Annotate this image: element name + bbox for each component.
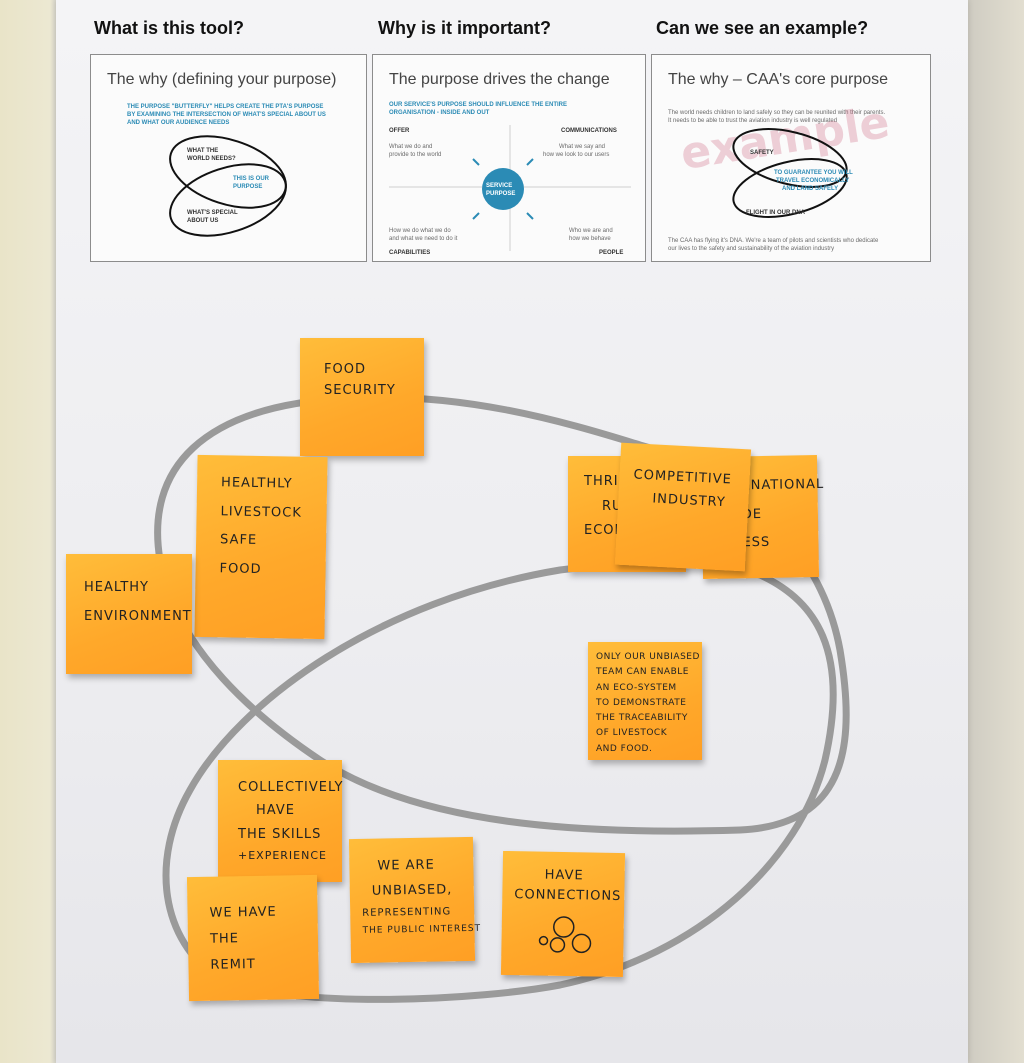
slide-title: The why (defining your purpose) <box>107 71 337 88</box>
quadrant-label-capabilities: CAPABILITIES <box>389 250 431 256</box>
note-line: the skills <box>238 826 322 842</box>
slide-purpose-drives-change: The purpose drives the change OUR SERVIC… <box>372 54 646 262</box>
quadrant-text: how we behave <box>569 236 611 242</box>
note-line: Livestock <box>220 503 302 521</box>
note-line: Environment <box>84 608 192 624</box>
quadrant-label-offer: OFFER <box>389 128 410 134</box>
note-line: Have <box>544 867 584 884</box>
slide-title: The why – CAA's core purpose <box>668 71 889 88</box>
sticky-note-collectively-have-skills: Collectively have the skills +experience <box>218 760 342 882</box>
slide-outro-line: The CAA has flying it's DNA. We're a tea… <box>668 238 879 244</box>
note-line: Collectively <box>238 780 344 795</box>
note-line: Ru <box>602 498 623 514</box>
note-line: Safe <box>219 532 258 549</box>
note-line: Healthy <box>84 580 149 595</box>
purpose-quadrant-diagram <box>389 125 631 251</box>
slide-intro-line: THE PURPOSE "BUTTERFLY" HELPS CREATE THE… <box>127 104 324 110</box>
quadrant-label-communications: COMMUNICATIONS <box>561 128 617 134</box>
diagram-label: ABOUT US <box>187 218 219 224</box>
heading-why-is-it-important: Why is it important? <box>378 18 551 38</box>
note-line: to demonstrate <box>596 697 687 708</box>
note-line: team can enable <box>596 667 689 678</box>
note-line: Only our unbiased <box>596 652 700 662</box>
sticky-note-we-have-the-remit: We have the remit <box>186 874 320 1002</box>
note-line: Thri <box>584 474 619 489</box>
note-line: the traceability <box>596 713 688 724</box>
diagram-label: WORLD NEEDS? <box>187 156 236 162</box>
slide-intro-line: The world needs children to land safely … <box>668 110 886 116</box>
slide-intro-line: BY EXAMINING THE INTERSECTION OF WHAT'S … <box>127 112 326 118</box>
quadrant-text: how we look to our users <box>543 152 610 158</box>
note-line: Security <box>324 382 396 398</box>
diagram-label: TRAVEL ECONOMICALLY <box>776 178 850 184</box>
note-line: the <box>209 931 240 947</box>
slide-intro-line: It needs to be able to trust the aviatio… <box>668 118 838 124</box>
diagram-label: TO GUARANTEE YOU WILL <box>774 170 853 176</box>
quadrant-text: What we say and <box>559 144 606 150</box>
diagram-label: PURPOSE <box>233 184 263 190</box>
heading-can-we-see-example: Can we see an example? <box>656 18 869 38</box>
note-line: an eco-system <box>596 682 677 693</box>
note-line: +experience <box>238 849 327 863</box>
note-line: We are <box>377 857 435 874</box>
note-line: Food <box>324 362 366 377</box>
heading-what-is-this-tool: What is this tool? <box>94 18 244 38</box>
diagram-label-flight: FLIGHT IN OUR DNA <box>746 210 805 216</box>
slide-title: The purpose drives the change <box>389 71 610 88</box>
note-line: Industry <box>651 491 727 511</box>
quadrant-text: What we do and <box>389 144 433 150</box>
quadrant-text: and what we need to do it <box>389 236 458 242</box>
sticky-note-only-our-unbiased-team: Only our unbiased team can enable an eco… <box>588 642 702 760</box>
slide-intro-line: OUR SERVICE'S PURPOSE SHOULD INFLUENCE T… <box>389 102 568 108</box>
diagram-label: WHAT THE <box>187 148 219 154</box>
note-line: Healthly <box>220 475 293 492</box>
sticky-note-healthy-environment: Healthy Environment <box>66 554 192 674</box>
service-purpose-label: PURPOSE <box>486 191 516 197</box>
slide-intro-line: AND WHAT OUR AUDIENCE NEEDS <box>127 120 230 126</box>
note-line: and food. <box>596 743 653 754</box>
service-purpose-label: SERVICE <box>486 183 513 189</box>
caa-butterfly-diagram <box>732 128 848 218</box>
slide-outro-line: our lives to the safety and sustainabili… <box>668 246 835 252</box>
diagram-label: WHAT'S SPECIAL <box>187 210 238 216</box>
slide-defining-purpose: The why (defining your purpose) THE PURP… <box>90 54 367 262</box>
sticky-note-have-connections: Have Connections <box>500 850 626 978</box>
note-line: of livestock <box>596 728 668 739</box>
note-line: Food <box>219 561 262 577</box>
sticky-note-we-are-unbiased: We are unbiased, representing the public… <box>348 836 482 964</box>
slide-caa-core-purpose: The why – CAA's core purpose The world n… <box>651 54 931 262</box>
diagram-label: AND LAND SAFELY <box>782 186 839 192</box>
diagram-label: THIS IS OUR <box>233 176 270 182</box>
connected-circles-icon <box>538 916 592 954</box>
quadrant-text: How we do what we do <box>389 228 451 234</box>
wall-right <box>968 0 1024 1063</box>
sticky-note-food-security: Food Security <box>300 338 424 456</box>
diagram-label-safety: SAFETY <box>750 150 774 156</box>
slide-intro-line: ORGANISATION - INSIDE AND OUT <box>389 110 490 116</box>
sticky-note-healthly-livestock: Healthly Livestock Safe Food <box>194 454 328 640</box>
note-line: We have <box>209 904 277 921</box>
note-line: the public interest <box>362 924 482 937</box>
note-line: have <box>256 803 295 819</box>
note-line: Connections <box>514 886 622 904</box>
butterfly-diagram <box>169 135 287 237</box>
quadrant-text: Who we are and <box>569 228 613 234</box>
sticky-note-competitive-industry: Competitive Industry <box>614 442 752 572</box>
note-line: remit <box>210 956 256 973</box>
quadrant-text: provide to the world <box>389 152 442 158</box>
quadrant-label-people: PEOPLE <box>599 250 624 256</box>
note-line: representing <box>362 906 452 920</box>
note-line: Econ <box>584 523 626 539</box>
lower-loop <box>162 559 837 1003</box>
note-line: unbiased, <box>371 881 453 899</box>
